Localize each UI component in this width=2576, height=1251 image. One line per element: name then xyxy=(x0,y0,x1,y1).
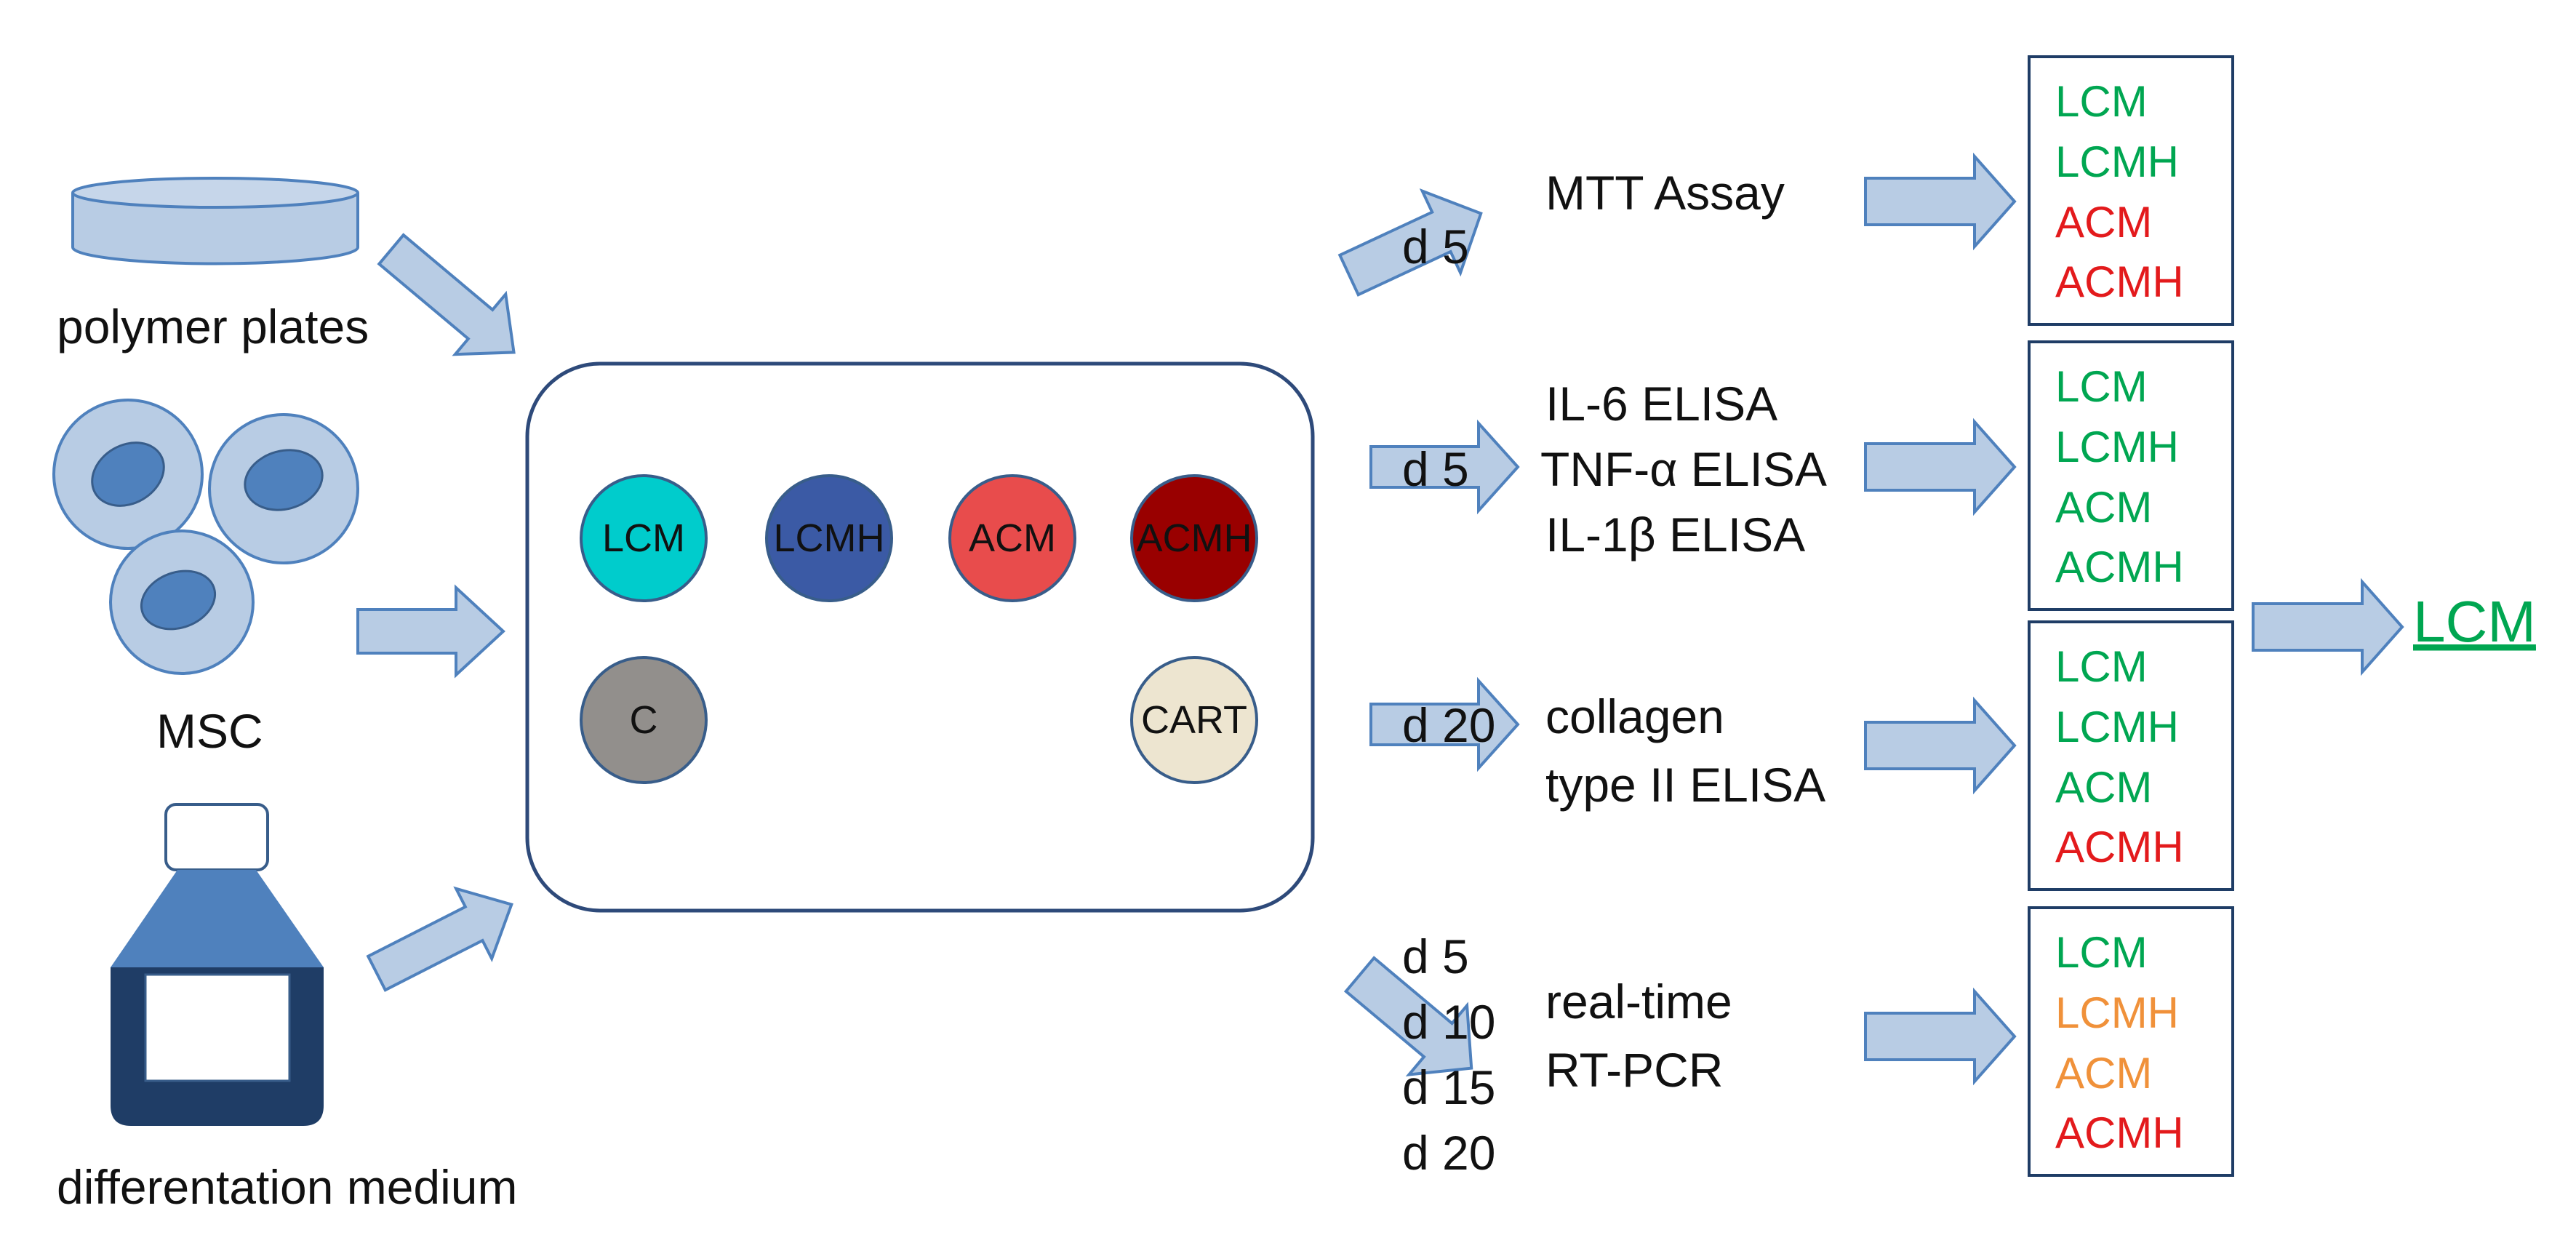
result-pcr-item-3: ACM xyxy=(2055,1049,2152,1098)
result-mtt-item-2: LCMH xyxy=(2055,137,2179,186)
result-arrow-4 xyxy=(1864,987,2017,1086)
well-cartilage: CART xyxy=(1130,656,1258,784)
result-elisa-item-1: LCM xyxy=(2055,362,2148,411)
result-collagen-item-2: LCMH xyxy=(2055,703,2179,751)
assay-elisa-line-2: TNF-α ELISA xyxy=(1540,442,1827,496)
result-elisa-item-2: LCMH xyxy=(2055,423,2179,471)
assay-arrow-collagen xyxy=(1369,676,1520,772)
result-pcr-item-4: ACMH xyxy=(2055,1108,2184,1157)
assay-collagen-line-1: collagen xyxy=(1545,690,1724,743)
msc-label: MSC xyxy=(156,704,263,758)
polymer-plate-icon xyxy=(71,177,359,265)
well-control: C xyxy=(580,656,708,784)
result-box-mtt: LCM LCMH ACM ACMH xyxy=(2028,55,2234,326)
assay-mtt-line-1: MTT Assay xyxy=(1545,166,1785,220)
well-cartilage-label: CART xyxy=(1141,698,1247,742)
well-acm-label: ACM xyxy=(969,516,1056,560)
assay-pcr-line-1: real-time xyxy=(1545,975,1732,1028)
day-label-pcr-1: d 5 xyxy=(1402,930,1469,983)
day-label-pcr-4: d 20 xyxy=(1402,1126,1495,1180)
msc-cells-icon xyxy=(52,399,359,675)
assay-pcr-line-2: RT-PCR xyxy=(1545,1043,1723,1097)
culture-plate xyxy=(525,361,1315,913)
assay-elisa-line-1: IL-6 ELISA xyxy=(1545,377,1777,431)
result-collagen-item-4: ACMH xyxy=(2055,823,2184,871)
polymer-plates-label: polymer plates xyxy=(57,300,369,353)
day-label-mtt: d 5 xyxy=(1402,220,1469,273)
result-box-pcr: LCM LCMH ACM ACMH xyxy=(2028,906,2234,1177)
well-control-label: C xyxy=(630,698,658,742)
day-label-pcr-2: d 10 xyxy=(1402,995,1495,1049)
result-mtt-item-1: LCM xyxy=(2055,77,2148,126)
result-mtt-item-4: ACMH xyxy=(2055,257,2184,306)
result-mtt-item-3: ACM xyxy=(2055,198,2152,247)
result-elisa-item-4: ACMH xyxy=(2055,543,2184,591)
result-box-elisa: LCM LCMH ACM ACMH xyxy=(2028,340,2234,611)
input-arrow-plates xyxy=(377,233,516,356)
well-lcmh: LCMH xyxy=(765,474,893,602)
well-lcm-circle xyxy=(580,474,708,602)
well-cartilage-circle xyxy=(1130,656,1258,784)
result-box-collagen: LCM LCMH ACM ACMH xyxy=(2028,620,2234,891)
day-label-pcr-3: d 15 xyxy=(1402,1060,1495,1114)
well-lcmh-circle xyxy=(765,474,893,602)
assay-collagen-line-2: type II ELISA xyxy=(1545,758,1825,812)
well-acm-circle xyxy=(948,474,1076,602)
result-collagen-item-3: ACM xyxy=(2055,763,2152,812)
well-lcm-label: LCM xyxy=(602,516,685,560)
result-arrow-3 xyxy=(1864,696,2017,795)
assay-arrow-mtt xyxy=(1337,188,1483,297)
assay-arrow-pcr xyxy=(1343,956,1473,1076)
assay-arrow-elisa xyxy=(1369,419,1520,515)
result-pcr-item-2: LCMH xyxy=(2055,988,2179,1037)
differentiation-medium-label: differentation medium xyxy=(57,1160,517,1214)
conclusion-label: LCM xyxy=(2413,589,2536,654)
well-control-circle xyxy=(580,656,708,784)
result-arrow-2 xyxy=(1864,417,2017,516)
result-arrow-1 xyxy=(1864,152,2017,251)
day-label-elisa: d 5 xyxy=(1402,442,1469,496)
well-acmh: ACMH xyxy=(1130,474,1258,602)
well-acm: ACM xyxy=(948,474,1076,602)
well-lcmh-label: LCMH xyxy=(773,516,884,560)
input-arrow-medium xyxy=(366,886,513,992)
input-arrow-cells xyxy=(356,584,505,679)
conclusion-arrow xyxy=(2252,577,2404,676)
medium-bottle-icon xyxy=(111,803,324,1126)
result-elisa-item-3: ACM xyxy=(2055,483,2152,532)
result-pcr-item-1: LCM xyxy=(2055,928,2148,977)
well-lcm: LCM xyxy=(580,474,708,602)
assay-elisa-line-3: IL-1β ELISA xyxy=(1545,508,1805,561)
day-label-collagen: d 20 xyxy=(1402,698,1495,752)
well-acmh-label: ACMH xyxy=(1137,516,1252,560)
result-collagen-item-1: LCM xyxy=(2055,642,2148,691)
well-acmh-circle xyxy=(1130,474,1258,602)
